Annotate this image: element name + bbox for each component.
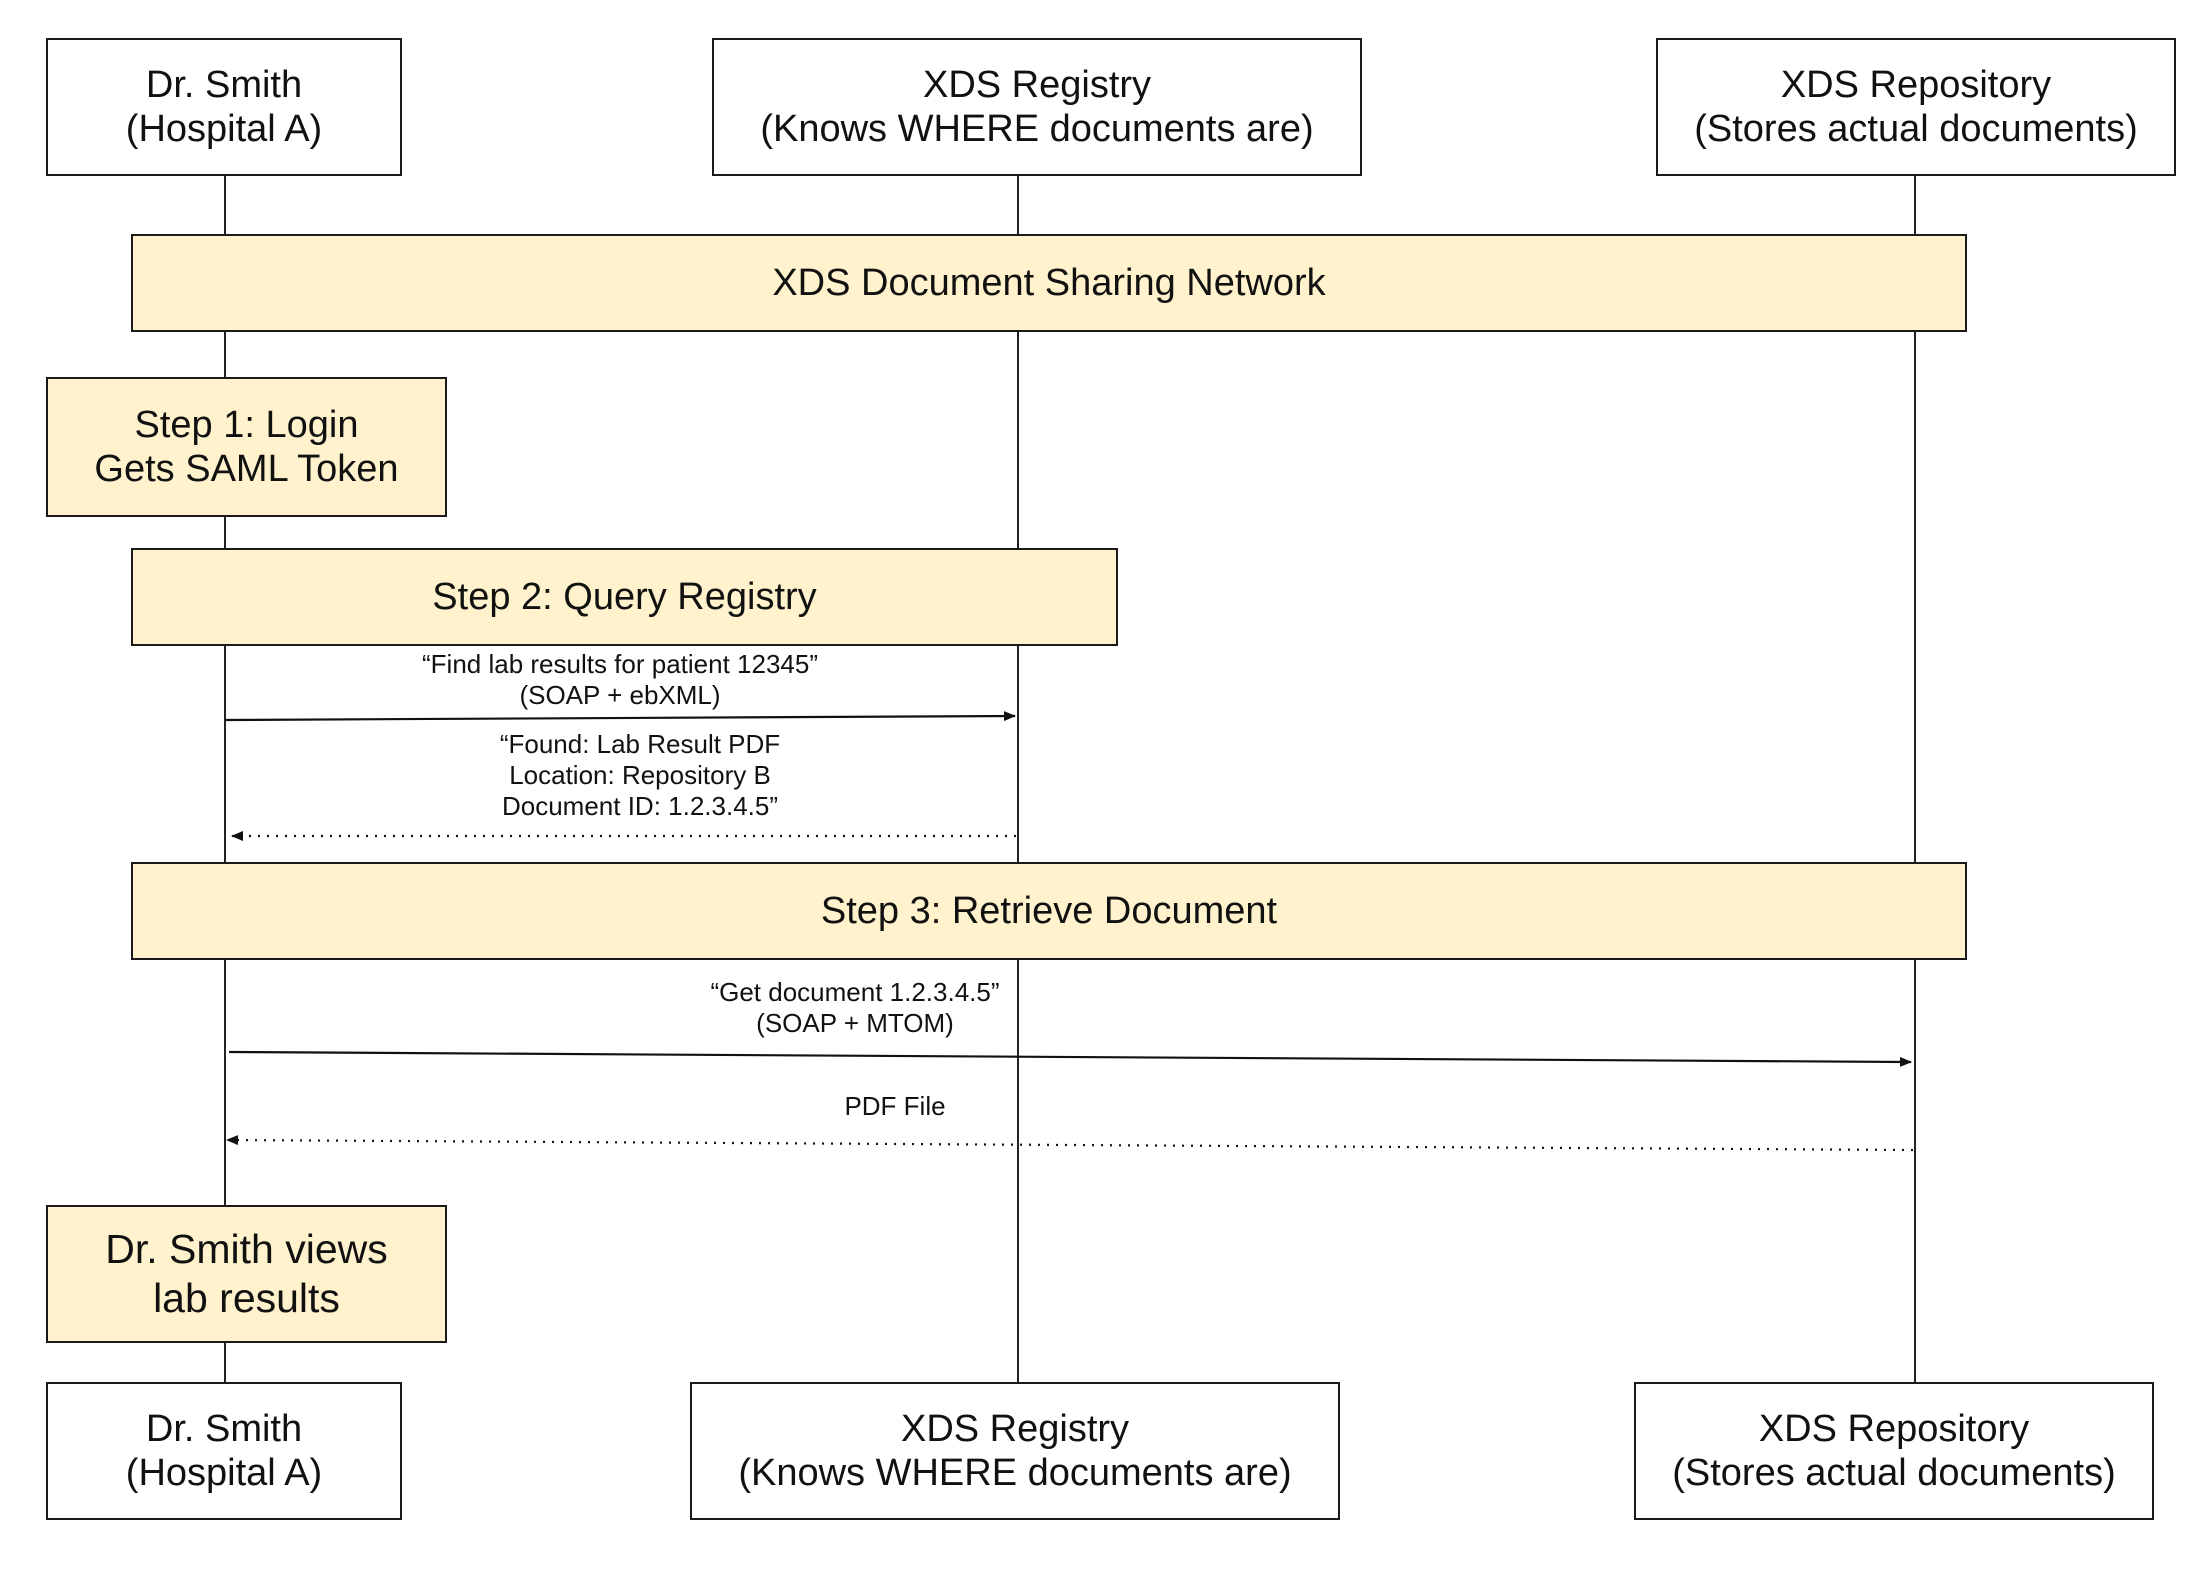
note-step1-line1: Step 1: Login: [134, 404, 359, 446]
message-query-line2: (SOAP + ebXML): [519, 680, 721, 710]
note-final-line2: lab results: [153, 1275, 340, 1321]
participant-smith-top: Dr. Smith (Hospital A): [46, 38, 402, 176]
note-step3-retrieve: Step 3: Retrieve Document: [131, 862, 1967, 960]
participant-name: XDS Repository: [1758, 1408, 2030, 1450]
participant-subtitle: (Hospital A): [125, 108, 323, 150]
message-get-line2: (SOAP + MTOM): [756, 1008, 954, 1038]
participant-name: XDS Registry: [922, 64, 1152, 106]
lifeline-registry: [1017, 176, 1019, 1383]
note-step1-line2: Gets SAML Token: [94, 448, 399, 490]
message-query-line1: “Find lab results for patient 12345”: [422, 649, 818, 679]
participant-subtitle: (Knows WHERE documents are): [760, 108, 1314, 150]
participant-subtitle: (Knows WHERE documents are): [738, 1452, 1292, 1494]
message-found-line2: Location: Repository B: [509, 760, 771, 790]
note-step2-query: Step 2: Query Registry: [131, 548, 1118, 646]
arrow-query-request: [224, 711, 1016, 722]
message-pdf-label: PDF File: [795, 1091, 995, 1122]
participant-smith-bottom: Dr. Smith (Hospital A): [46, 1382, 402, 1520]
message-pdf-text: PDF File: [844, 1091, 946, 1121]
arrow-get-document-request: [228, 1050, 1912, 1067]
participant-registry-top: XDS Registry (Knows WHERE documents are): [712, 38, 1362, 176]
participant-repository-bottom: XDS Repository (Stores actual documents): [1634, 1382, 2154, 1520]
participant-subtitle: (Hospital A): [125, 1452, 323, 1494]
participant-repository-top: XDS Repository (Stores actual documents): [1656, 38, 2176, 176]
note-network-label: XDS Document Sharing Network: [772, 262, 1326, 304]
message-found-line3: Document ID: 1.2.3.4.5”: [501, 791, 779, 821]
participant-registry-bottom: XDS Registry (Knows WHERE documents are): [690, 1382, 1340, 1520]
note-step3-label: Step 3: Retrieve Document: [820, 890, 1278, 932]
note-final-line1: Dr. Smith views: [105, 1226, 388, 1272]
message-query-label: “Find lab results for patient 12345” (SO…: [380, 649, 860, 711]
participant-name: XDS Repository: [1780, 64, 2052, 106]
participant-name: XDS Registry: [900, 1408, 1130, 1450]
participant-name: Dr. Smith: [145, 64, 303, 106]
lifeline-repository: [1914, 176, 1916, 1383]
participant-name: Dr. Smith: [145, 1408, 303, 1450]
message-get-line1: “Get document 1.2.3.4.5”: [710, 977, 1000, 1007]
note-network: XDS Document Sharing Network: [131, 234, 1967, 332]
arrow-pdf-file-response: [226, 1135, 1914, 1152]
lifeline-smith: [224, 176, 226, 1383]
note-step2-label: Step 2: Query Registry: [432, 576, 817, 618]
participant-subtitle: (Stores actual documents): [1672, 1452, 2116, 1494]
participant-subtitle: (Stores actual documents): [1694, 108, 2138, 150]
message-get-label: “Get document 1.2.3.4.5” (SOAP + MTOM): [680, 977, 1030, 1039]
note-step1-login: Step 1: Login Gets SAML Token: [46, 377, 447, 517]
message-found-label: “Found: Lab Result PDF Location: Reposit…: [460, 729, 820, 822]
note-final-views: Dr. Smith views lab results: [46, 1205, 447, 1343]
message-found-line1: “Found: Lab Result PDF: [499, 729, 781, 759]
